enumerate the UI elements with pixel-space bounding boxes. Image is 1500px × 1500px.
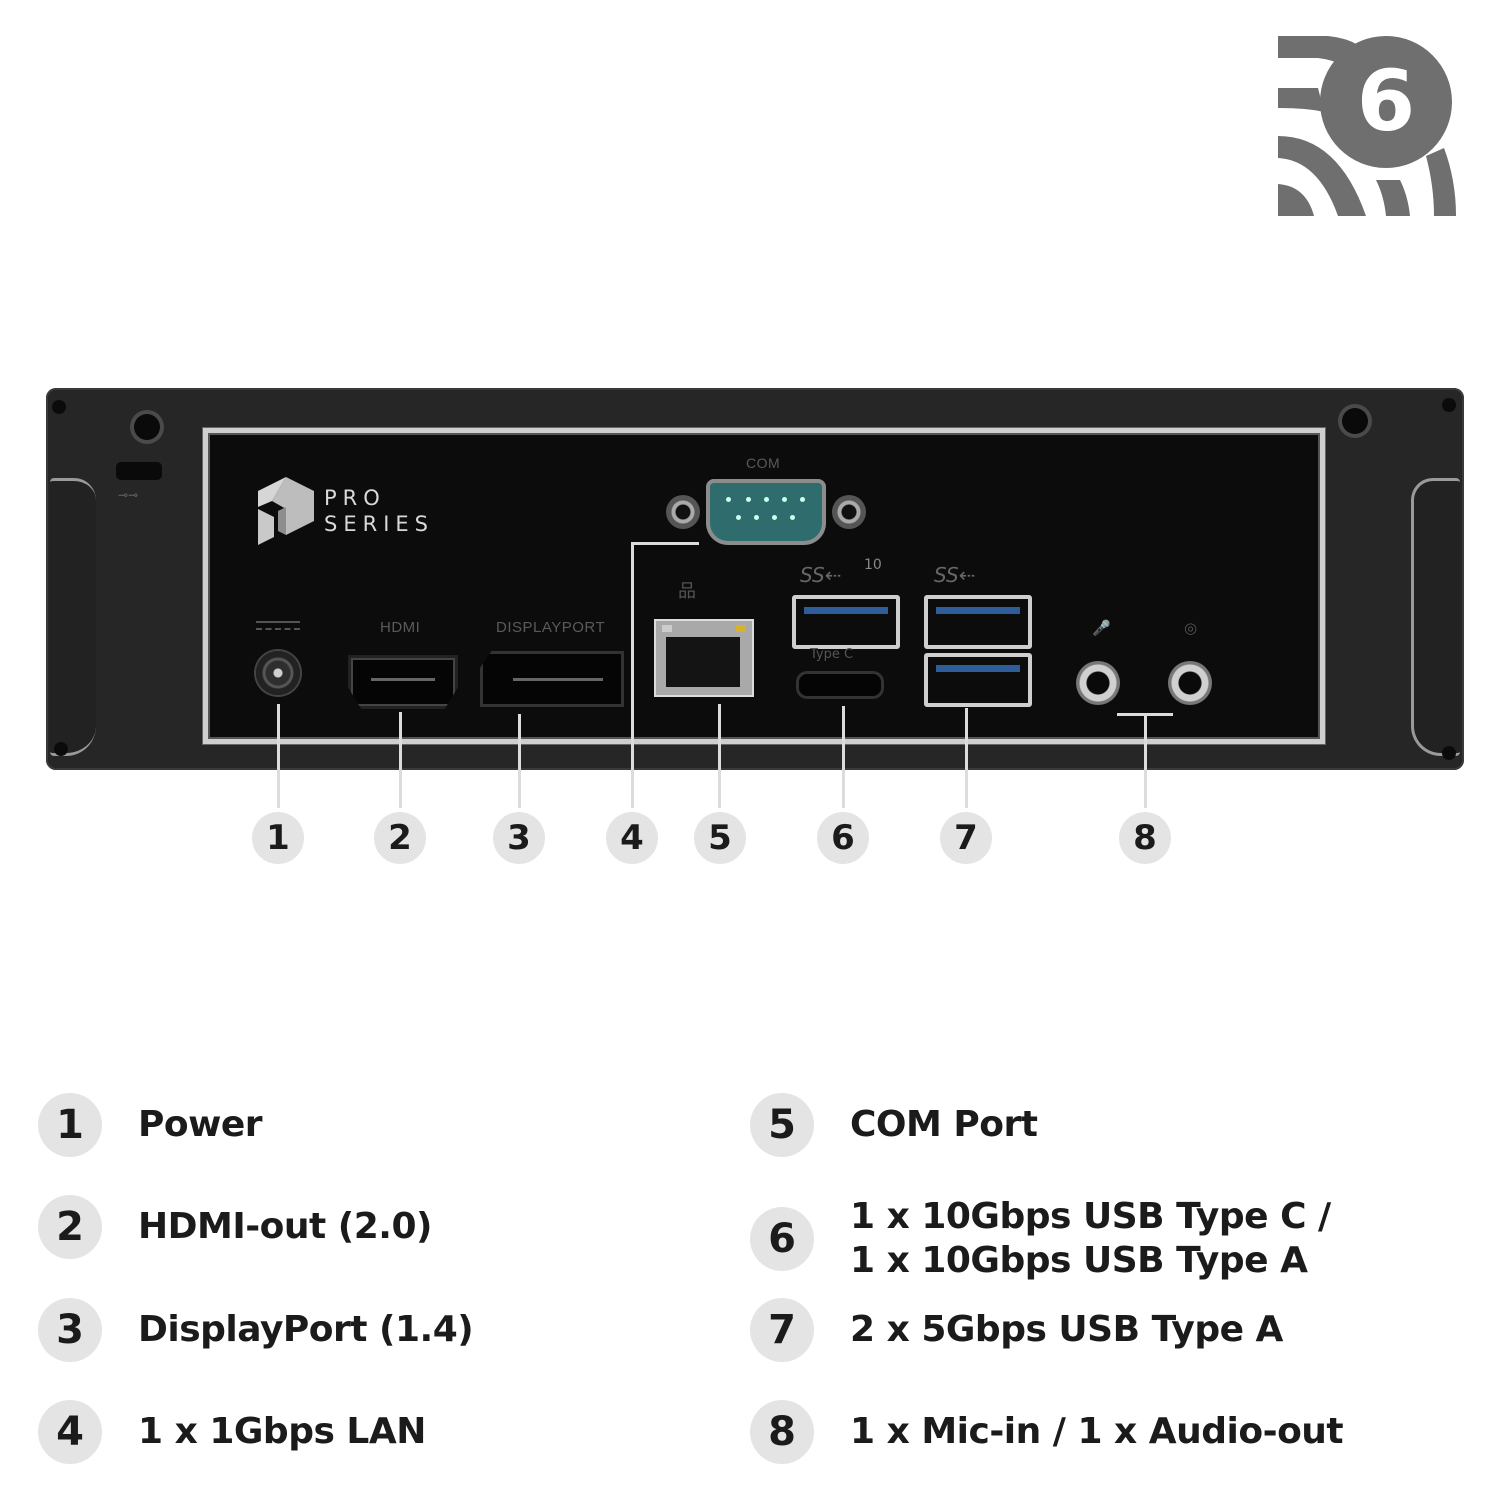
- com-label: COM: [746, 455, 781, 471]
- leader-line-8: [1144, 714, 1147, 808]
- mic-in-jack[interactable]: [1076, 661, 1120, 705]
- callout-6: 6: [817, 812, 869, 864]
- legend-item-usb-5g: 7 2 x 5Gbps USB Type A: [750, 1298, 1283, 1362]
- corner-screw: [54, 742, 68, 756]
- audio-out-jack[interactable]: [1168, 661, 1212, 705]
- leader-line-3: [518, 714, 521, 808]
- usb-a-5gbps-port-top[interactable]: [924, 595, 1032, 649]
- usb-a-5gbps-port-bottom[interactable]: [924, 653, 1032, 707]
- legend-item-usb-10g: 6 1 x 10Gbps USB Type C / 1 x 10Gbps USB…: [750, 1195, 1331, 1283]
- device-rear-panel: ⊸⊸ PRO SERIES HDMI DISPLAYPORT COM: [46, 388, 1464, 770]
- right-side-tab: [1411, 478, 1460, 756]
- leader-line-6: [842, 706, 845, 808]
- mount-hole: [134, 414, 160, 440]
- pro-series-logo-text: PRO SERIES: [324, 486, 434, 536]
- com-screw: [832, 495, 866, 529]
- callout-4: 4: [606, 812, 658, 864]
- displayport-port[interactable]: [480, 651, 624, 707]
- corner-screw: [1442, 398, 1456, 412]
- com-port[interactable]: [666, 479, 866, 545]
- corner-screw: [1442, 746, 1456, 760]
- callout-8: 8: [1119, 812, 1171, 864]
- usb-10-label: 10: [864, 557, 882, 573]
- displayport-label: DISPLAYPORT: [496, 619, 606, 636]
- legend-item-power: 1 Power: [38, 1093, 263, 1157]
- lock-chain-icon: ⊸⊸: [118, 488, 139, 502]
- lan-led-right: [736, 625, 746, 632]
- legend-item-audio: 8 1 x Mic-in / 1 x Audio-out: [750, 1400, 1344, 1464]
- kensington-lock-slot[interactable]: [116, 462, 162, 480]
- callout-5: 5: [694, 812, 746, 864]
- callout-2: 2: [374, 812, 426, 864]
- mic-icon: 🎤: [1092, 619, 1111, 637]
- com-screw: [666, 495, 700, 529]
- leader-line-8-h: [1117, 713, 1173, 716]
- wifi-6-icon: 6: [1278, 36, 1456, 216]
- legend-item-lan: 4 1 x 1Gbps LAN: [38, 1400, 426, 1464]
- callout-3: 3: [493, 812, 545, 864]
- legend-item-hdmi: 2 HDMI-out (2.0): [38, 1195, 432, 1259]
- network-icon: 品: [678, 581, 696, 602]
- hdmi-port[interactable]: [348, 655, 458, 709]
- mount-hole: [1342, 408, 1368, 434]
- usb-ss-logo: SS⇠: [934, 563, 976, 587]
- leader-line-4-h: [631, 542, 699, 545]
- legend-item-displayport: 3 DisplayPort (1.4): [38, 1298, 474, 1362]
- hdmi-label: HDMI: [380, 619, 421, 636]
- usb-ss-logo: SS⇠: [800, 563, 842, 587]
- leader-line-2: [399, 712, 402, 808]
- leader-line-1: [277, 704, 280, 808]
- leader-line-4: [631, 542, 634, 808]
- leader-line-7: [965, 708, 968, 808]
- headphone-icon: ◎: [1184, 619, 1198, 637]
- svg-text:6: 6: [1357, 52, 1415, 150]
- corner-screw: [52, 400, 66, 414]
- usb-c-port[interactable]: [796, 671, 884, 699]
- io-shield: PRO SERIES HDMI DISPLAYPORT COM: [203, 428, 1325, 744]
- type-c-label: Type C: [810, 647, 854, 662]
- dc-power-symbol-icon: [256, 621, 300, 633]
- left-side-tab: [50, 478, 96, 756]
- callout-1: 1: [252, 812, 304, 864]
- lan-led-left: [662, 625, 672, 632]
- power-port[interactable]: [256, 651, 300, 695]
- leader-line-5: [718, 704, 721, 808]
- com-connector: [706, 479, 826, 545]
- callout-7: 7: [940, 812, 992, 864]
- usb-a-10gbps-port[interactable]: [792, 595, 900, 649]
- legend-item-com: 5 COM Port: [750, 1093, 1038, 1157]
- lan-port[interactable]: [654, 619, 754, 697]
- pro-series-logo-icon: [258, 477, 314, 545]
